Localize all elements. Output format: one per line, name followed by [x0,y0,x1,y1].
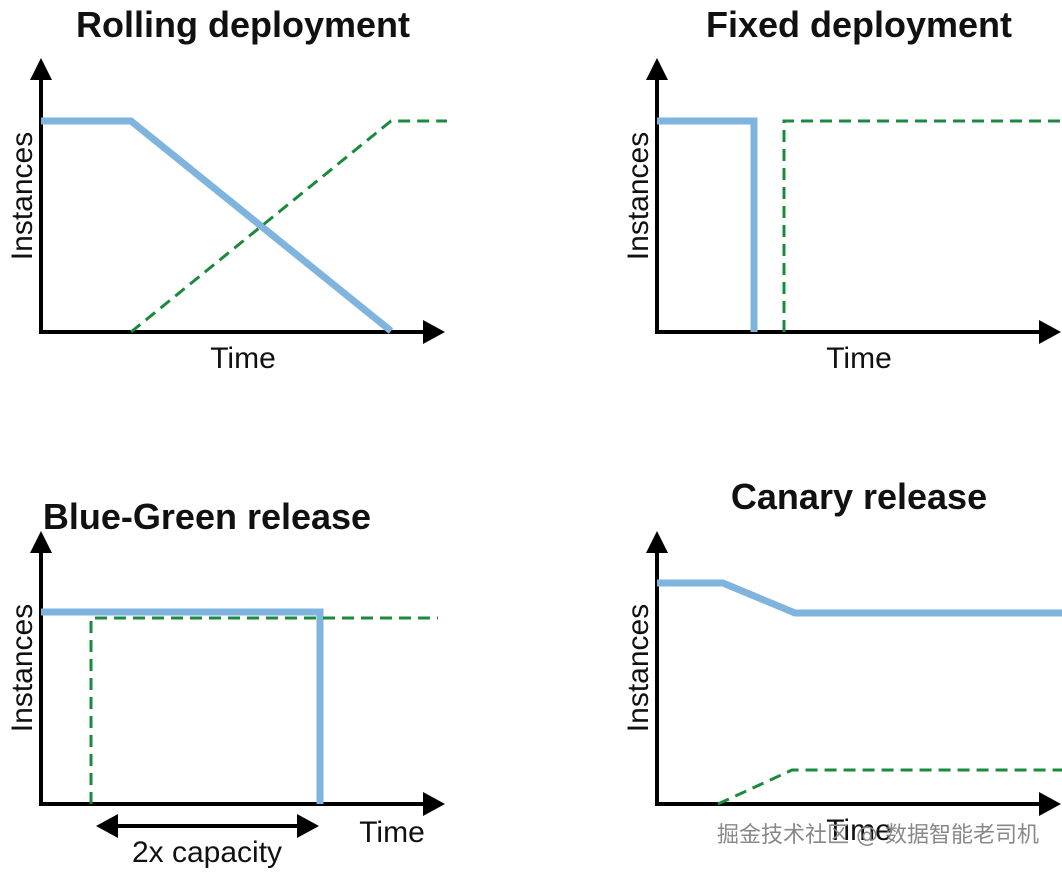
current-version-line [41,117,394,334]
y-axis-label: Instances [6,604,39,732]
new-version-line [782,119,1062,332]
panel-fixed-deployment: Fixed deployment Instances Time [622,4,1062,375]
y-axis-label: Instances [6,132,39,260]
y-axis-arrow-icon [646,58,668,80]
y-axis-arrow-icon [30,531,52,553]
x-axis-label: Time [826,814,892,847]
panel-title: Canary release [731,476,987,517]
panel-rolling-deployment: Rolling deployment Instances Time [6,4,447,375]
x-axis-arrow-icon [423,320,445,344]
x-axis-label: Time [359,816,425,849]
x-axis-label: Time [826,342,892,375]
panel-title: Rolling deployment [76,4,410,45]
x-axis-arrow-icon [1039,320,1061,344]
new-version-line [89,616,438,804]
x-axis-arrow-icon [423,792,445,816]
y-axis-label: Instances [622,604,655,732]
current-version-line [657,117,758,332]
current-version-line [657,579,1062,617]
watermark: 掘金技术社区 @ 数据智能老司机 [717,823,1039,848]
panel-blue-green-release: Blue-Green release Instances Time 2x cap… [6,496,445,869]
y-axis-label: Instances [622,132,655,260]
panel-title: Fixed deployment [706,4,1012,45]
panel-title: Blue-Green release [43,496,371,537]
panel-canary-release: Canary release Instances Time [622,476,1062,847]
y-axis-arrow-icon [646,531,668,553]
x-axis-label: Time [210,342,276,375]
new-version-line [130,119,447,334]
y-axis-arrow-icon [30,58,52,80]
capacity-left-arrow-icon [96,814,118,838]
x-axis-arrow-icon [1039,792,1061,816]
new-version-line [717,768,1062,806]
current-version-line [41,608,324,804]
capacity-annotation: 2x capacity [132,836,282,869]
capacity-right-arrow-icon [297,814,319,838]
